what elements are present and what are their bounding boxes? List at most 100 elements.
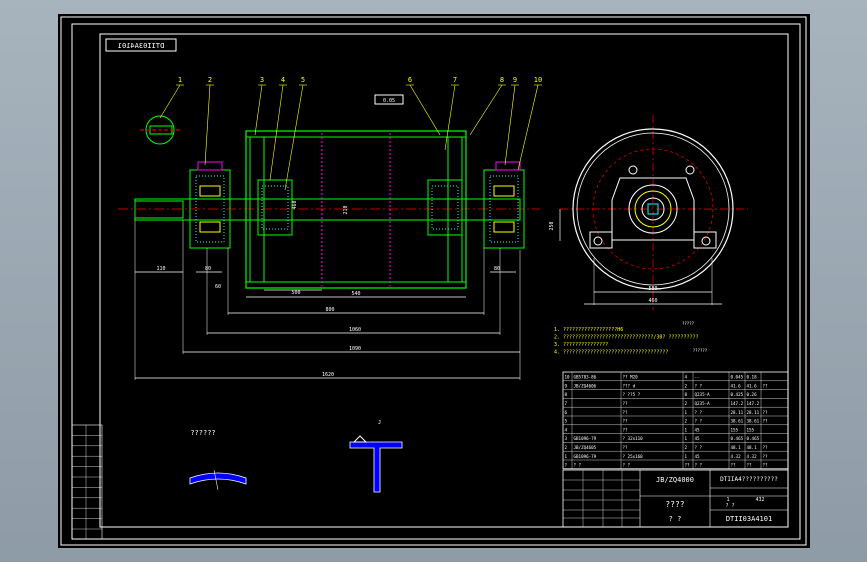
bom-border <box>562 371 789 470</box>
dim-60-left: 60 <box>215 284 221 290</box>
part-number-2: 2 <box>208 76 212 84</box>
bom-cell-w1: 28.11 <box>731 410 744 415</box>
bom-cell-no: 3 <box>565 436 568 441</box>
bom-cell-name: ?? M20 <box>623 375 639 380</box>
outer-frame-2 <box>71 23 801 540</box>
dim-drum-dia: 210 <box>343 205 349 214</box>
part-number-7: 7 <box>453 76 457 84</box>
bom-cell-code: JB/ZQ4606 <box>574 383 597 388</box>
tb-weight-value: 432 <box>755 497 764 503</box>
shaft-circle <box>641 197 665 221</box>
bom-cell-mat: 45 <box>695 427 701 432</box>
bom-cell-note: ?? <box>763 410 769 415</box>
shaft-square <box>647 203 659 215</box>
bom-cell-qty: 8 <box>685 392 688 397</box>
detail-title: ?????? <box>190 429 215 437</box>
cap-bolt-left <box>628 165 638 175</box>
bearing-outer <box>628 184 678 234</box>
tolerance-box <box>374 94 404 105</box>
dim-end-2: 460 <box>648 298 657 304</box>
leader-line-7 <box>444 84 456 151</box>
note-line-2: 2. ??????????????????????????????/30? ??… <box>554 335 699 341</box>
bom-cell-mat: -- <box>695 375 700 380</box>
part-number-3: 3 <box>260 76 264 84</box>
part-number-8: 8 <box>500 76 504 84</box>
bom-cell-w2: 0.26 <box>747 392 758 397</box>
bearing-left-hatch <box>195 175 225 243</box>
bom-cell-note: ?? <box>763 419 769 424</box>
bearing-right-lower <box>493 221 515 233</box>
dim-1620: 1620 <box>322 372 334 378</box>
bom-cell-w2: 4.32 <box>747 454 758 459</box>
bom-cell-note: ?? <box>763 445 769 450</box>
dim-80-left: 80 <box>205 266 211 272</box>
bom-cell-mat: 45 <box>695 436 701 441</box>
bom-cell-code: JB/ZQ4605 <box>574 445 597 450</box>
leader-line-2 <box>204 84 211 166</box>
bom-header-code: ? ? <box>574 463 582 468</box>
part-number-9: 9 <box>513 76 517 84</box>
bom-cell-no: 8 <box>565 392 568 397</box>
bom-cell-w1: 4.32 <box>731 454 742 459</box>
bom-cell-w2: 147.2 <box>747 401 760 406</box>
bearing-left-upper <box>199 185 221 197</box>
bom-cell-code: GB5783-86 <box>574 375 597 380</box>
bom-cell-name: ? ??5 ? <box>623 392 641 397</box>
bom-cell-name: ?? <box>623 401 629 406</box>
bom-cell-name: ? 25x160 <box>623 454 644 459</box>
bom-cell-mat: ? ? <box>695 410 703 415</box>
dim-1090: 1090 <box>349 346 361 352</box>
bom-cell-name: ? 32x110 <box>623 436 644 441</box>
bom-cell-mat: ? ? <box>695 419 703 424</box>
bom-header-w2: ?? <box>747 463 753 468</box>
foot-bolt-left <box>593 236 603 246</box>
foot-left <box>589 231 613 249</box>
hub-right <box>427 179 463 236</box>
part-number-4: 4 <box>281 76 285 84</box>
hub-left <box>257 179 293 236</box>
bearing-right-cap <box>495 161 521 171</box>
bom-cell-note: ?? <box>763 454 769 459</box>
bom-cell-name: ?? <box>623 445 629 450</box>
bom-cell-note: ?? <box>763 383 769 388</box>
bom-cell-mat: ? ? <box>695 383 703 388</box>
tb-name: DTIIA4?????????? <box>720 476 778 483</box>
dim-60: 500 <box>291 290 300 296</box>
bom-cell-w1: 38.61 <box>731 419 744 424</box>
drum-inner-circle <box>576 132 730 286</box>
shaft-end <box>134 200 184 219</box>
bom-cell-mat: 45 <box>695 454 701 459</box>
bom-cell-qty: 1 <box>685 454 688 459</box>
section-detail-shape <box>349 441 403 493</box>
bom-cell-w2: 41.6 <box>747 383 758 388</box>
revision-column-box <box>71 424 103 540</box>
hub-plate-left <box>249 136 265 283</box>
bom-cell-w2: 48.1 <box>747 445 758 450</box>
title-block: JB/ZQ4000 DTIIA4?????????? ???? ? ? 1 43… <box>562 469 789 528</box>
dim-1060: 1060 <box>349 327 361 333</box>
dim-end-1: 580 <box>648 286 657 292</box>
bom-cell-qty: 1 <box>685 427 688 432</box>
bom-cell-no: 5 <box>565 419 568 424</box>
leader-line-3 <box>254 84 263 136</box>
inner-frame <box>99 33 789 528</box>
dim-end-height: 250 <box>549 221 555 230</box>
end-view-tag: ????? <box>682 321 695 326</box>
bom-cell-name: ?? <box>623 427 629 432</box>
foot-bolt-right <box>701 236 711 246</box>
title-block-border <box>562 469 789 528</box>
part-number-10: 10 <box>534 76 542 84</box>
dim-hub-dia: 460 <box>292 200 298 209</box>
bom-cell-qty: 1 <box>685 410 688 415</box>
note-line-3: 3. ??????????????? <box>554 342 608 348</box>
notes-right-tag: ?????? <box>693 348 708 353</box>
bom-cell-mat: Q235-A <box>695 392 711 397</box>
outer-frame <box>60 16 807 546</box>
bom-cell-w2: 155 <box>747 427 755 432</box>
drawing-background <box>58 14 810 548</box>
note-line-4: 4. ??????????????????????????????????? <box>554 350 668 356</box>
